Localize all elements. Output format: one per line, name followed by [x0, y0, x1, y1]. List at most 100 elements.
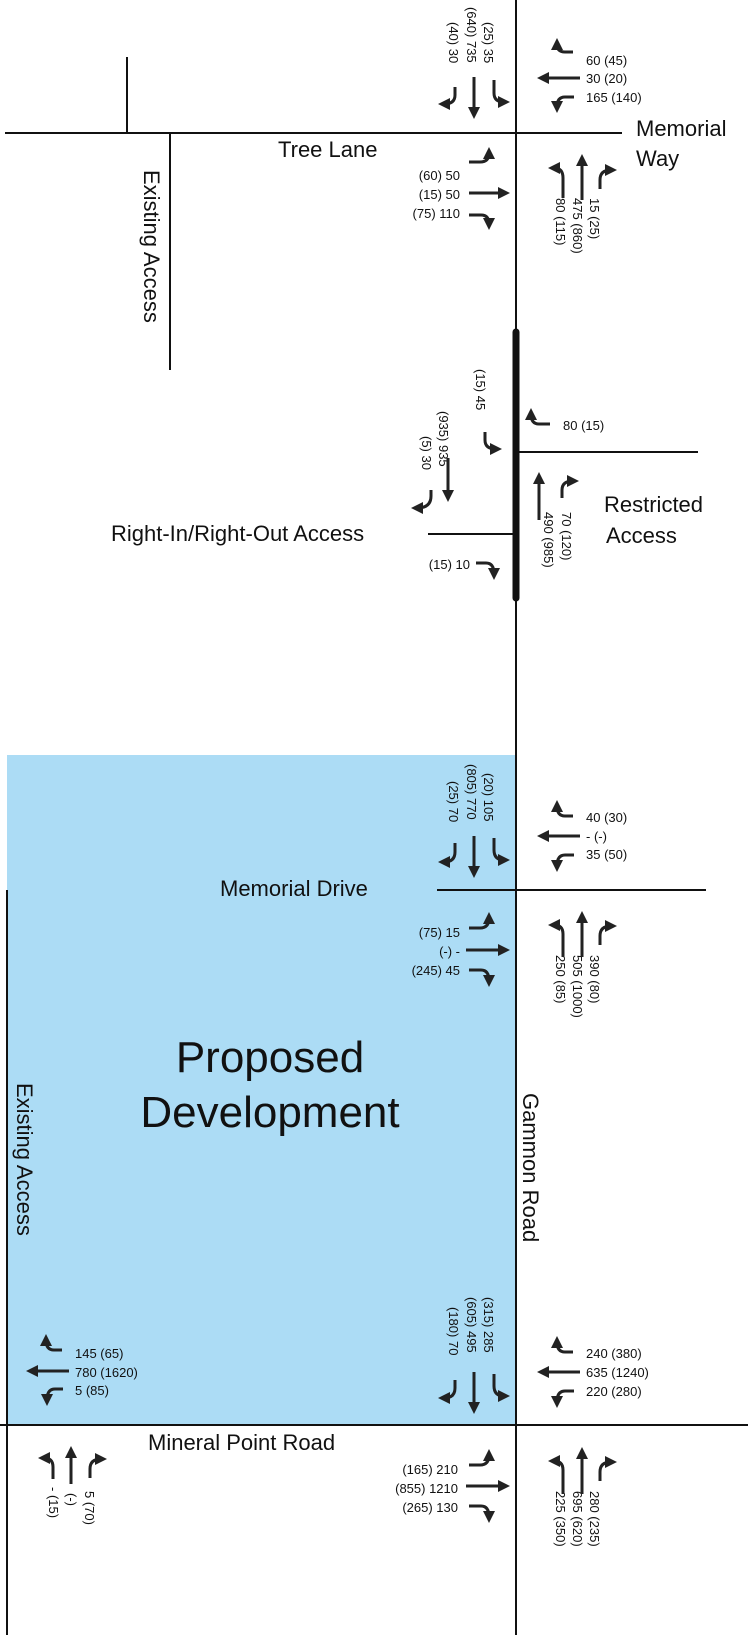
volume-label: (805) 770 — [464, 764, 479, 820]
volume-label: 5 (85) — [75, 1383, 109, 1398]
volume-label: (15) 50 — [419, 187, 460, 202]
volume-label: 60 (45) — [586, 53, 627, 68]
arrow-icon — [492, 838, 510, 866]
volume-label: (15) 10 — [429, 557, 470, 572]
volume-label: (40) 30 — [446, 22, 461, 63]
volume-label: (935) 935 — [436, 411, 451, 467]
volume-label: 70 (120) — [559, 512, 574, 560]
movement-arrows — [26, 1334, 107, 1484]
movement-arrows — [411, 408, 579, 580]
arrow-icon — [469, 968, 495, 987]
arrow-icon — [88, 1453, 107, 1478]
volume-label: 780 (1620) — [75, 1365, 138, 1380]
volume-label: 695 (620) — [570, 1491, 585, 1547]
volume-label: 30 (20) — [586, 71, 627, 86]
volume-label: (25) 70 — [446, 781, 461, 822]
volume-label: (75) 110 — [413, 206, 460, 221]
volume-label: (15) 45 — [473, 369, 488, 410]
arrow-icon — [548, 919, 565, 957]
arrow-icon — [551, 800, 573, 818]
volume-label: 475 (860) — [570, 198, 585, 254]
arrow-icon — [551, 95, 574, 113]
volume-label: 5 (70) — [82, 1491, 97, 1525]
volume-label: (245) 45 — [412, 963, 460, 978]
volume-label: (605) 495 — [464, 1297, 479, 1353]
arrow-icon — [551, 853, 574, 872]
arrow-icon — [551, 38, 573, 54]
volume-label: (-) - — [439, 944, 460, 959]
volume-label: 40 (30) — [586, 810, 627, 825]
volume-label: 35 (50) — [586, 847, 627, 862]
restricted-access-label-1: Restricted — [604, 492, 703, 517]
volume-label: - (15) — [46, 1487, 61, 1518]
volume-label: 145 (65) — [75, 1346, 123, 1361]
proposed-development-label-2: Development — [140, 1088, 399, 1137]
riro-volumes: (15) 45 (935) 935 (5) 30 80 (15) 70 (120… — [411, 369, 604, 580]
mineral-point-volumes: (315) 285 (605) 495 (180) 70 240 (380) 6… — [395, 1297, 649, 1547]
arrow-icon — [476, 561, 500, 580]
volume-label: 250 (85) — [553, 955, 568, 1003]
volume-label: (640) 735 — [464, 7, 479, 63]
volume-label: (165) 210 — [402, 1462, 458, 1477]
arrow-icon — [525, 408, 550, 426]
movement-arrows — [438, 38, 617, 230]
arrow-icon — [411, 490, 433, 514]
volume-label: 490 (985) — [541, 512, 556, 568]
arrow-icon — [551, 1389, 574, 1408]
arrow-icon — [469, 213, 495, 230]
west-access-volumes: 145 (65) 780 (1620) 5 (85) 5 (70) (-) - … — [26, 1334, 138, 1525]
volume-label: 15 (25) — [587, 198, 602, 239]
volume-label: 80 (115) — [553, 198, 568, 245]
arrow-icon — [598, 920, 617, 945]
volume-label: - (-) — [586, 829, 607, 844]
volume-label: (20) 105 — [481, 773, 496, 821]
memorial-way-label-2: Way — [636, 146, 679, 171]
arrow-icon — [548, 1455, 565, 1494]
volume-label: (25) 35 — [481, 22, 496, 63]
arrow-icon — [438, 843, 457, 868]
arrow-icon — [469, 1449, 495, 1467]
volume-label: (315) 285 — [481, 1297, 496, 1353]
memorial-way-label-1: Memorial — [636, 116, 726, 141]
arrow-icon — [492, 80, 510, 108]
arrow-icon — [483, 432, 502, 455]
proposed-development-area — [7, 755, 517, 1425]
restricted-access-label-2: Access — [606, 523, 677, 548]
arrow-icon — [469, 912, 495, 930]
tree-lane-label: Tree Lane — [278, 137, 377, 162]
volume-label: 635 (1240) — [586, 1365, 649, 1380]
arrow-icon — [469, 1504, 495, 1523]
volume-label: 80 (15) — [563, 418, 604, 433]
arrow-icon — [492, 1374, 510, 1402]
arrow-icon — [560, 475, 579, 498]
volume-label: 390 (80) — [587, 955, 602, 1003]
volume-label: 165 (140) — [586, 90, 642, 105]
memorial-drive-volumes: (20) 105 (805) 770 (25) 70 40 (30) - (-)… — [412, 764, 628, 1018]
existing-access-north-label: Existing Access — [139, 170, 164, 323]
arrow-icon — [598, 164, 617, 189]
volume-label: 225 (350) — [553, 1491, 568, 1547]
arrow-icon — [548, 162, 565, 198]
arrow-icon — [38, 1452, 55, 1479]
proposed-development-label-1: Proposed — [176, 1033, 364, 1082]
volume-label: (5) 30 — [419, 436, 434, 470]
volume-label: 280 (235) — [587, 1491, 602, 1547]
memorial-way-volumes: (25) 35 (640) 735 (40) 30 60 (45) 30 (20… — [413, 7, 642, 254]
arrow-icon — [469, 147, 495, 164]
volume-label: (-) — [64, 1493, 79, 1506]
movement-arrows — [438, 1336, 617, 1523]
arrow-icon — [598, 1456, 617, 1481]
volume-label: (60) 50 — [419, 168, 460, 183]
volume-label: (855) 1210 — [395, 1481, 458, 1496]
arrow-icon — [438, 1380, 457, 1404]
volume-label: 505 (1000) — [570, 955, 585, 1018]
arrow-icon — [40, 1334, 62, 1352]
volume-label: 240 (380) — [586, 1346, 642, 1361]
gammon-road-label: Gammon Road — [518, 1093, 543, 1242]
memorial-drive-label: Memorial Drive — [220, 876, 368, 901]
volume-label: (180) 70 — [446, 1307, 461, 1355]
arrow-icon — [551, 1336, 573, 1354]
